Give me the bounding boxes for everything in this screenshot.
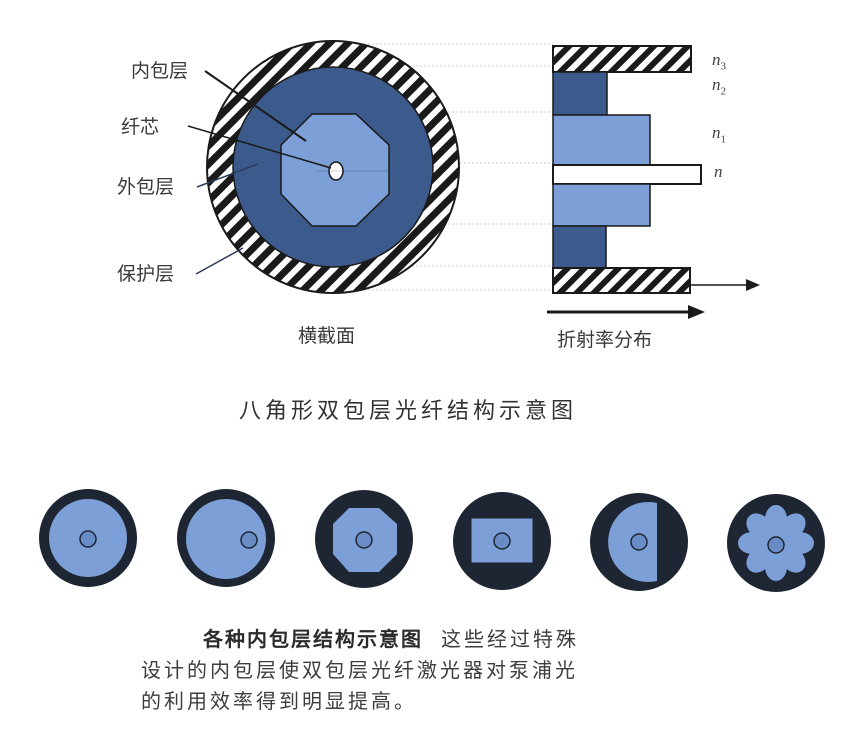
label-protective-layer: 保护层 (117, 263, 175, 285)
profile-n1-bottom (552, 183, 651, 227)
figure-title: 八角形双包层光纤结构示意图 (239, 399, 578, 424)
profile-core (552, 164, 702, 185)
leader-outer-cladding (196, 163, 259, 188)
label-core: 纤芯 (121, 116, 160, 138)
index-arrowhead (688, 305, 705, 319)
refractive-index-caption: 折射率分布 (557, 329, 653, 351)
variant-d-shaped (590, 493, 688, 591)
profile-n2-top (552, 71, 608, 116)
profile-n3-top (552, 45, 692, 73)
leader-protective (195, 247, 244, 275)
caption-line3: 的利用效率得到明显提高。 (141, 689, 417, 713)
fiber-core (328, 161, 344, 181)
profile-n3-bottom (552, 267, 691, 294)
variant-octagonal (315, 490, 413, 588)
bottom-caption: 各种内包层结构示意图这些经过特殊 设计的内包层使双包层光纤激光器对泵浦光 的利用… (141, 624, 741, 717)
label-n1: n1 (712, 123, 726, 146)
axis-arrowhead-right (746, 279, 760, 291)
label-n: n (714, 162, 723, 181)
inner-cladding-variants (39, 489, 825, 592)
caption-line2: 设计的内包层使双包层光纤激光器对泵浦光 (141, 658, 578, 682)
label-n2: n2 (712, 75, 726, 98)
cross-section-diagram (187, 40, 460, 294)
caption-bold-title: 各种内包层结构示意图 (203, 627, 423, 651)
profile-n1-top (552, 114, 651, 166)
refractive-index-profile (547, 45, 760, 319)
leader-inner-cladding (204, 70, 307, 142)
variant-circular (39, 489, 137, 587)
label-inner-cladding: 内包层 (131, 60, 189, 82)
variant-offset-core (177, 489, 275, 587)
variant-flower (727, 494, 825, 592)
variant-rectangular (453, 492, 551, 590)
caption-line1: 这些经过特殊 (441, 627, 579, 651)
label-outer-cladding: 外包层 (117, 176, 175, 198)
cross-section-caption: 横截面 (298, 325, 356, 347)
label-n3: n3 (712, 50, 726, 73)
profile-n2-bottom (552, 225, 607, 269)
leader-core (187, 125, 332, 169)
